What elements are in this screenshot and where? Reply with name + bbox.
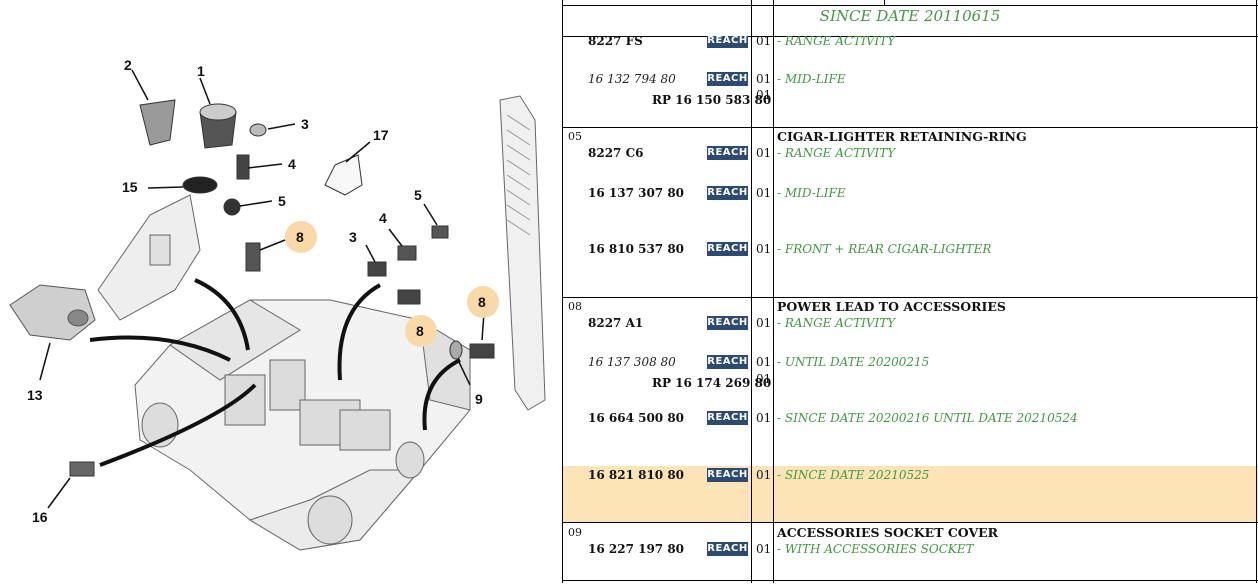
part-reference[interactable]: 16 810 537 80 [588,242,685,256]
condition-text: - MID-LIFE [777,186,846,200]
quantity: 01 [756,186,772,200]
part-reference[interactable]: 16 137 308 80 [588,355,676,369]
condition-text: - FRONT + REAR CIGAR-LIGHTER [777,242,992,256]
condition-text: - MID-LIFE [777,72,846,86]
dashboard-panel-illustration [97,194,201,321]
quantity: 01 [756,88,772,102]
callout-label: 9 [475,391,483,407]
reach-badge[interactable]: REACH [707,316,748,330]
callout-label: 8 [478,294,486,310]
callout-label: 5 [278,193,286,209]
callout-label: 4 [379,210,387,226]
replacement-reference[interactable]: RP 16 150 583 80 [652,93,772,107]
replacement-reference[interactable]: RP 16 174 269 80 [652,376,772,390]
connection-lines [89,278,461,467]
highlighted-row[interactable] [562,466,1258,522]
item-number: 08 [568,300,582,313]
part-reference[interactable]: 8227 FS [588,34,643,48]
exploded-parts-diagram: 1 2 3 4 5 8 15 17 3 4 5 8 8 9 13 16 [0,0,562,583]
reach-badge[interactable]: REACH [707,146,748,160]
callout-label: 17 [373,127,389,143]
part-reference[interactable]: 16 137 307 80 [588,186,685,200]
callout-label: 13 [27,387,43,403]
quantity: 01 [756,146,772,160]
part-reference[interactable]: 16 821 810 80 [588,468,685,482]
condition-text: - WITH ACCESSORIES SOCKET [777,542,974,556]
callout-label: 8 [416,323,424,339]
tray-illustration [9,284,96,341]
section-title: CIGAR-LIGHTER RETAINING-RING [777,129,1027,144]
condition-text: - RANGE ACTIVITY [777,146,896,160]
reach-badge[interactable]: REACH [707,542,748,556]
quantity: 01 [756,372,772,386]
quantity: 01 [756,72,772,86]
reach-badge[interactable]: REACH [707,186,748,200]
since-date-header-text: SINCE DATE 20110615 [819,7,1001,25]
part-reference[interactable]: 8227 C6 [588,146,644,160]
quantity: 01 [756,468,772,482]
part-reference[interactable]: 16 227 197 80 [588,542,685,556]
van-illustration [134,299,471,551]
condition-text: - RANGE ACTIVITY [777,34,896,48]
callout-label: 1 [197,63,205,79]
item-number: 05 [568,130,582,143]
quantity: 01 [756,316,772,330]
reach-badge[interactable]: REACH [707,411,748,425]
callout-label: 3 [349,229,357,245]
callout-badges [285,221,499,347]
quantity: 01 [756,355,772,369]
condition-text: - SINCE DATE 20210525 [777,468,930,482]
trim-panel-illustration [499,95,546,411]
callout-label: 15 [122,179,138,195]
callout-labels: 1 2 3 4 5 8 15 17 3 4 5 8 8 9 13 16 [27,57,486,525]
section-title: POWER LEAD TO ACCESSORIES [777,299,1006,314]
item-number: 09 [568,526,582,539]
callout-label: 8 [296,229,304,245]
part-reference[interactable]: 16 132 794 80 [588,72,676,86]
reach-badge[interactable]: REACH [707,468,748,482]
parts-illustration: 1 2 3 4 5 8 15 17 3 4 5 8 8 9 13 16 [9,57,546,551]
callout-label: 2 [124,57,132,73]
reach-badge[interactable]: REACH [707,72,748,86]
quantity: 01 [756,411,772,425]
cup-holder-illustration [139,99,267,272]
part-reference[interactable]: 8227 A1 [588,316,644,330]
callout-label: 16 [32,509,48,525]
section-title: ACCESSORIES SOCKET COVER [777,525,999,540]
callout-label: 5 [414,187,422,203]
reach-badge[interactable]: REACH [707,34,748,48]
part-reference[interactable]: 16 664 500 80 [588,411,685,425]
condition-text: - UNTIL DATE 20200215 [777,355,930,369]
parts-list-panel: SINCE DATE 20110615 8227 FS REACH 01 - R… [562,0,1258,583]
quantity: 01 [756,34,772,48]
quantity: 01 [756,242,772,256]
reach-badge[interactable]: REACH [707,355,748,369]
quantity: 01 [756,542,772,556]
reach-badge[interactable]: REACH [707,242,748,256]
condition-text: - RANGE ACTIVITY [777,316,896,330]
callout-label: 4 [288,156,296,172]
condition-text: - SINCE DATE 20200216 UNTIL DATE 2021052… [777,411,1078,425]
socket-assembly-illustration [69,154,495,477]
callout-label: 3 [301,116,309,132]
